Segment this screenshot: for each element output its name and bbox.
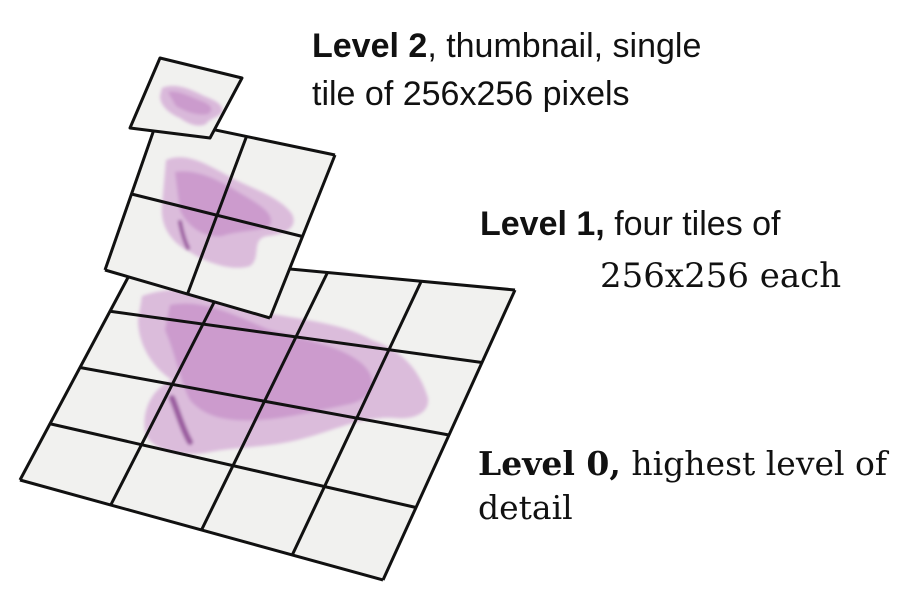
level1-caption-bold: Level 1, [480, 205, 605, 243]
level0-grid-col-line [109, 263, 236, 506]
level1-grid-col-line [268, 154, 337, 319]
level0-grid-col-line [200, 271, 329, 531]
level0-grid-col-line [381, 289, 517, 581]
level1-grid-col-line [186, 135, 248, 295]
level0-caption-rest: highest level of [620, 444, 888, 483]
level0-caption-line2: detail [478, 488, 573, 527]
level1-grid-col-line [103, 117, 160, 271]
level2-caption-bold: Level 2 [312, 27, 428, 65]
level1-tissue [161, 157, 294, 268]
level2-caption-line2: tile of 256x256 pixels [312, 75, 630, 113]
level1-caption-rest: four tiles of [604, 205, 781, 243]
level0-caption: Level 0, highest level of detail [478, 442, 887, 530]
level2-tile-border [128, 56, 244, 140]
level2-tissue [160, 85, 223, 126]
level2-caption-rest: , thumbnail, single [427, 27, 702, 65]
level1-caption: Level 1, four tiles of 256x256 each [480, 200, 841, 300]
level2-caption: Level 2, thumbnail, single tile of 256x2… [312, 22, 701, 118]
level0-caption-bold: Level 0, [478, 444, 621, 483]
level0-grid-col-line [18, 254, 142, 481]
level0-tile-grid [18, 253, 517, 582]
level0-grid-col-line [290, 280, 423, 556]
level1-tile-grid [103, 116, 337, 320]
level1-caption-line2: 256x256 each [600, 256, 842, 296]
level2-thumbnail-tile [128, 56, 244, 140]
